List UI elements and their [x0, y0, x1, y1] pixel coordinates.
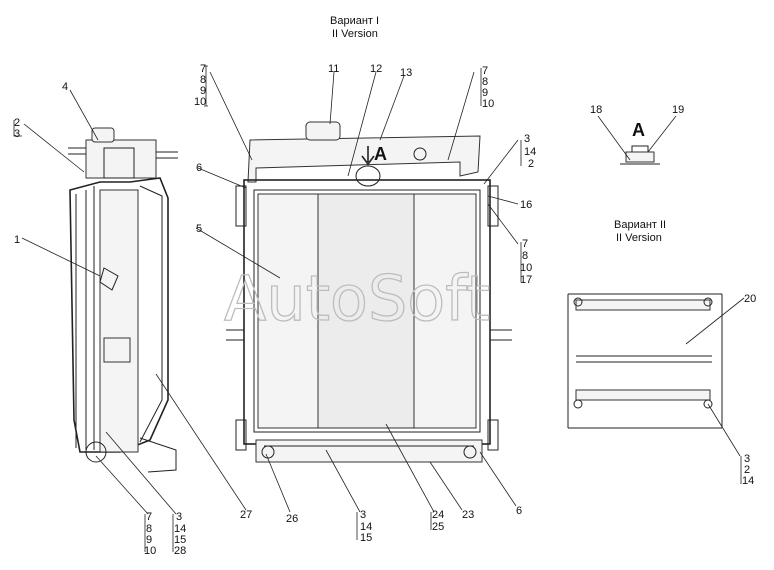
side-view: [68, 127, 178, 473]
radiator-side-outline: [69, 177, 169, 453]
callout-3b: 3: [524, 133, 530, 145]
callout-14c: 14: [742, 475, 754, 487]
callout-4: 4: [62, 81, 68, 93]
callout-26: 26: [286, 513, 298, 525]
center-fitting: [355, 165, 381, 187]
callout-10c: 10: [520, 262, 532, 274]
callout-7a: 7: [200, 63, 206, 75]
variant2-mid: [576, 355, 712, 363]
inner-frame: [253, 189, 481, 433]
callout-3a: 3: [14, 128, 20, 140]
core-right: [413, 193, 477, 429]
sight-plug: [413, 147, 427, 161]
side-mounts: [226, 329, 512, 341]
callout-numbers: 1 2 3 4 5 6 7 8 9 10 11 12 13 7 8 9 10 3…: [14, 63, 756, 557]
callout-8a: 8: [200, 74, 206, 86]
callout-15e: 15: [174, 534, 186, 546]
variant2-strip-top: [575, 299, 711, 311]
callout-10e: 10: [144, 545, 156, 557]
variant2-caption-en: II Version: [616, 232, 662, 244]
variant2-bolt-2: [703, 297, 713, 307]
callout-19: 19: [672, 104, 684, 116]
callout-18: 18: [590, 104, 602, 116]
callout-6a: 6: [196, 162, 202, 174]
expansion-tank: [85, 139, 157, 179]
callout-2c: 2: [744, 464, 750, 476]
bracket-left-bottom: [235, 419, 247, 451]
side-frame-lines: [75, 186, 95, 450]
callout-9e: 9: [146, 534, 152, 546]
callout-13: 13: [400, 67, 412, 79]
callout-16: 16: [520, 199, 532, 211]
core-side: [99, 189, 139, 453]
callout-3c: 3: [744, 453, 750, 465]
callout-2a: 2: [14, 117, 20, 129]
variant2-view: [567, 293, 723, 429]
watermark: AutoSoft: [224, 262, 490, 335]
variant2-bolt-3: [573, 399, 583, 409]
variant2-caption-ru: Вариант II: [614, 219, 666, 231]
callout-2b: 2: [528, 158, 534, 170]
variant2-frame: [567, 293, 723, 429]
view-a-label: A: [632, 120, 645, 140]
callout-8e: 8: [146, 523, 152, 535]
mount-block: [103, 147, 135, 179]
leader-lines: [13, 65, 745, 552]
drain-right: [463, 445, 477, 459]
variant2-bolt-1: [573, 297, 583, 307]
side-bracket: [103, 337, 131, 363]
callout-28: 28: [174, 545, 186, 557]
variant1-caption-ru: Вариант I: [330, 15, 379, 27]
bracket-right-top: [487, 185, 499, 227]
callout-10b: 10: [482, 98, 494, 110]
callout-12: 12: [370, 63, 382, 75]
view-a-bracket: [620, 145, 660, 165]
callout-14e: 14: [174, 523, 186, 535]
callout-11: 11: [328, 63, 339, 75]
callout-20: 20: [744, 293, 756, 305]
callout-27: 27: [240, 509, 252, 521]
side-plate: [99, 267, 119, 291]
callout-5: 5: [196, 223, 202, 235]
view-a-detail: [620, 145, 660, 165]
bracket-right-bottom: [487, 419, 499, 451]
shroud-edge: [139, 185, 163, 443]
callout-25: 25: [432, 521, 444, 533]
callout-24: 24: [432, 509, 444, 521]
callout-14b: 14: [524, 146, 536, 158]
callout-3e: 3: [176, 511, 182, 523]
callout-10a: 10: [194, 96, 206, 108]
callout-8b: 8: [482, 76, 488, 88]
callout-7e: 7: [146, 511, 152, 523]
callout-23: 23: [462, 509, 474, 521]
drain-fitting: [85, 441, 107, 463]
callout-9a: 9: [200, 85, 206, 97]
callout-7b: 7: [482, 65, 488, 77]
filler-neck: [305, 121, 341, 141]
variant1-caption-en: II Version: [332, 28, 378, 40]
callout-15d: 15: [360, 532, 372, 544]
callout-17: 17: [520, 274, 532, 286]
core-center: [317, 193, 415, 429]
variant2-bolt-4: [703, 399, 713, 409]
callout-8c: 8: [522, 250, 528, 262]
callout-9b: 9: [482, 87, 488, 99]
arrow-a-label: A: [374, 144, 387, 164]
view-a-part: [625, 151, 655, 163]
bottom-pipe: [139, 437, 177, 473]
callout-3d: 3: [360, 509, 366, 521]
lower-tank: [255, 439, 483, 463]
front-view: [226, 121, 512, 463]
callout-6b: 6: [516, 505, 522, 517]
variant2-strip-bottom: [575, 389, 711, 401]
callout-1: 1: [14, 234, 20, 246]
view-arrow: [361, 146, 375, 166]
callout-7c: 7: [522, 238, 528, 250]
tank-pipes: [68, 147, 178, 159]
callout-14d: 14: [360, 521, 372, 533]
